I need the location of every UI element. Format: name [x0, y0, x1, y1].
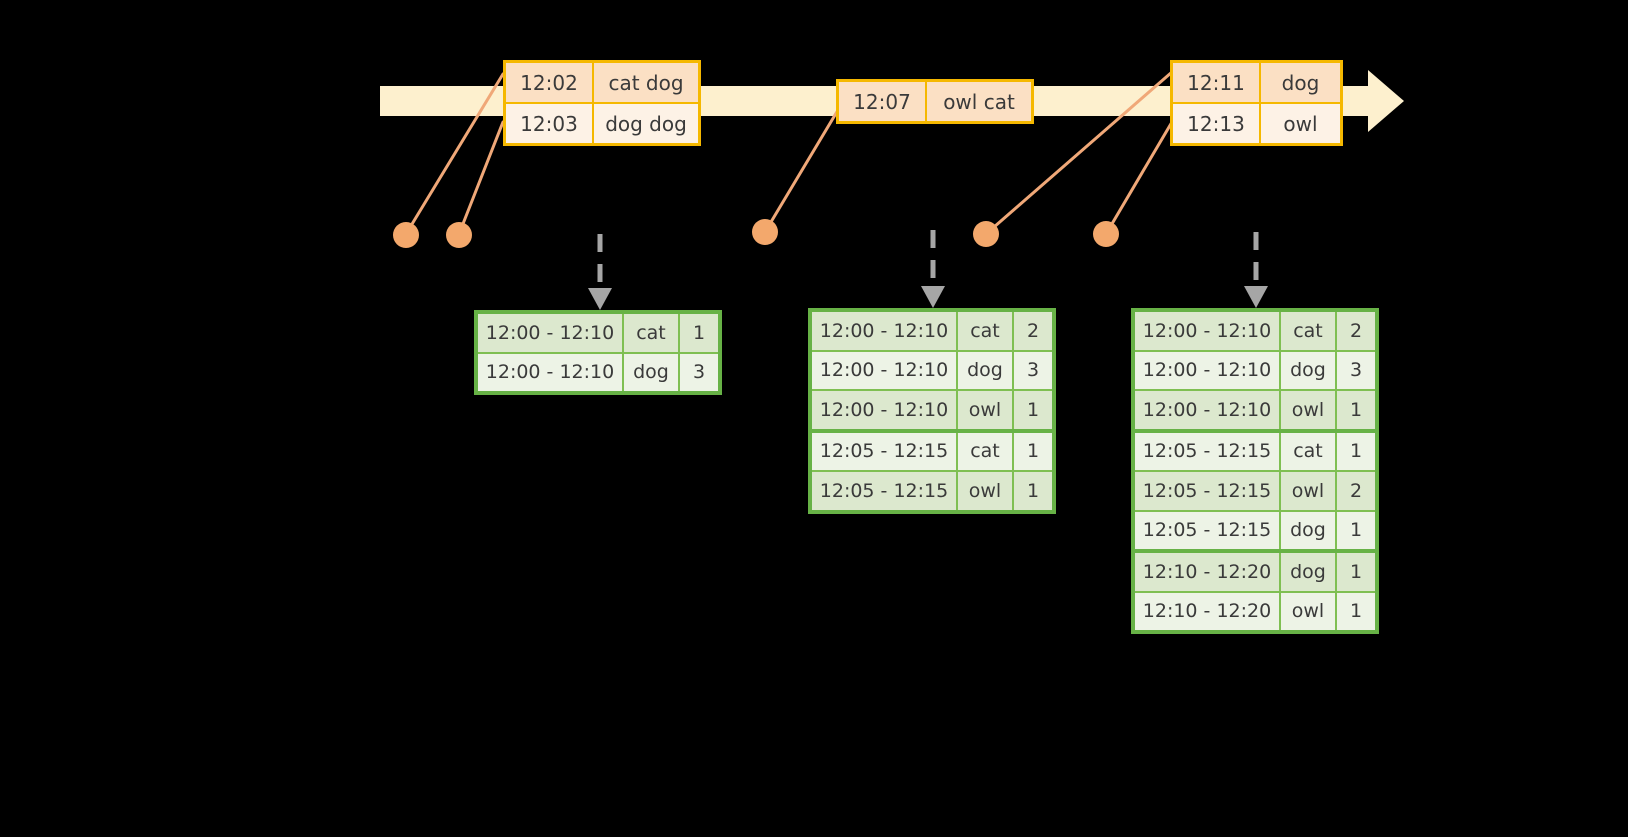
count-cell: 1: [1335, 592, 1375, 630]
window-cell: 12:00 - 12:10: [478, 353, 622, 391]
window-cell: 12:05 - 12:15: [1135, 511, 1279, 549]
key-cell: owl: [1279, 472, 1335, 510]
event-time: 12:03: [506, 104, 592, 143]
count-cell: 3: [1012, 351, 1052, 389]
event-row: 12:03 dog dog: [506, 102, 698, 143]
window-cell: 12:00 - 12:10: [1135, 391, 1279, 429]
key-cell: owl: [956, 391, 1012, 429]
key-cell: dog: [956, 351, 1012, 389]
count-cell: 2: [1012, 312, 1052, 350]
count-cell: 1: [1012, 472, 1052, 510]
event-payload: cat dog: [592, 63, 698, 102]
event-time: 12:11: [1173, 63, 1259, 102]
key-cell: owl: [1279, 592, 1335, 630]
window-cell: 12:05 - 12:15: [812, 472, 956, 510]
window-cell: 12:10 - 12:20: [1135, 553, 1279, 591]
event-row: 12:11 dog: [1173, 63, 1340, 102]
event-box-group-1: 12:02 cat dog 12:03 dog dog: [503, 60, 701, 146]
key-cell: cat: [1279, 312, 1335, 350]
event-payload: owl cat: [925, 82, 1031, 121]
count-cell: 3: [678, 353, 718, 391]
event-box-group-2: 12:07 owl cat: [836, 79, 1034, 124]
count-cell: 1: [1335, 432, 1375, 470]
event-row: 12:07 owl cat: [839, 82, 1031, 121]
event-box-group-3: 12:11 dog 12:13 owl: [1170, 60, 1343, 146]
key-cell: dog: [1279, 553, 1335, 591]
event-payload: owl: [1259, 104, 1340, 143]
key-cell: dog: [1279, 351, 1335, 389]
event-row: 12:13 owl: [1173, 102, 1340, 143]
count-cell: 1: [1335, 511, 1375, 549]
window-cell: 12:00 - 12:10: [812, 312, 956, 350]
window-cell: 12:00 - 12:10: [812, 351, 956, 389]
window-cell: 12:10 - 12:20: [1135, 592, 1279, 630]
count-cell: 2: [1335, 312, 1375, 350]
key-cell: owl: [1279, 391, 1335, 429]
event-row: 12:02 cat dog: [506, 63, 698, 102]
key-cell: dog: [1279, 511, 1335, 549]
count-cell: 1: [1012, 432, 1052, 470]
event-payload: dog dog: [592, 104, 698, 143]
key-cell: cat: [1279, 432, 1335, 470]
count-cell: 1: [1012, 391, 1052, 429]
window-cell: 12:05 - 12:15: [812, 432, 956, 470]
key-cell: cat: [956, 312, 1012, 350]
count-cell: 3: [1335, 351, 1375, 389]
window-cell: 12:00 - 12:10: [812, 391, 956, 429]
event-dot-group: [393, 219, 1119, 248]
count-cell: 2: [1335, 472, 1375, 510]
event-payload: dog: [1259, 63, 1340, 102]
window-cell: 12:05 - 12:15: [1135, 472, 1279, 510]
window-cell: 12:00 - 12:10: [478, 314, 622, 352]
event-time: 12:02: [506, 63, 592, 102]
event-time: 12:07: [839, 82, 925, 121]
event-time: 12:13: [1173, 104, 1259, 143]
count-cell: 1: [1335, 391, 1375, 429]
window-cell: 12:00 - 12:10: [1135, 351, 1279, 389]
event-dot-1211: [973, 221, 999, 247]
emit-arrows: [588, 230, 1268, 310]
event-dot-1202: [393, 222, 419, 248]
window-cell: 12:00 - 12:10: [1135, 312, 1279, 350]
window-cell: 12:05 - 12:15: [1135, 432, 1279, 470]
count-cell: 1: [678, 314, 718, 352]
key-cell: owl: [956, 472, 1012, 510]
event-dot-1207: [752, 219, 778, 245]
key-cell: cat: [622, 314, 678, 352]
key-cell: cat: [956, 432, 1012, 470]
event-dot-1203: [446, 222, 472, 248]
event-dot-1213: [1093, 221, 1119, 247]
key-cell: dog: [622, 353, 678, 391]
count-cell: 1: [1335, 553, 1375, 591]
